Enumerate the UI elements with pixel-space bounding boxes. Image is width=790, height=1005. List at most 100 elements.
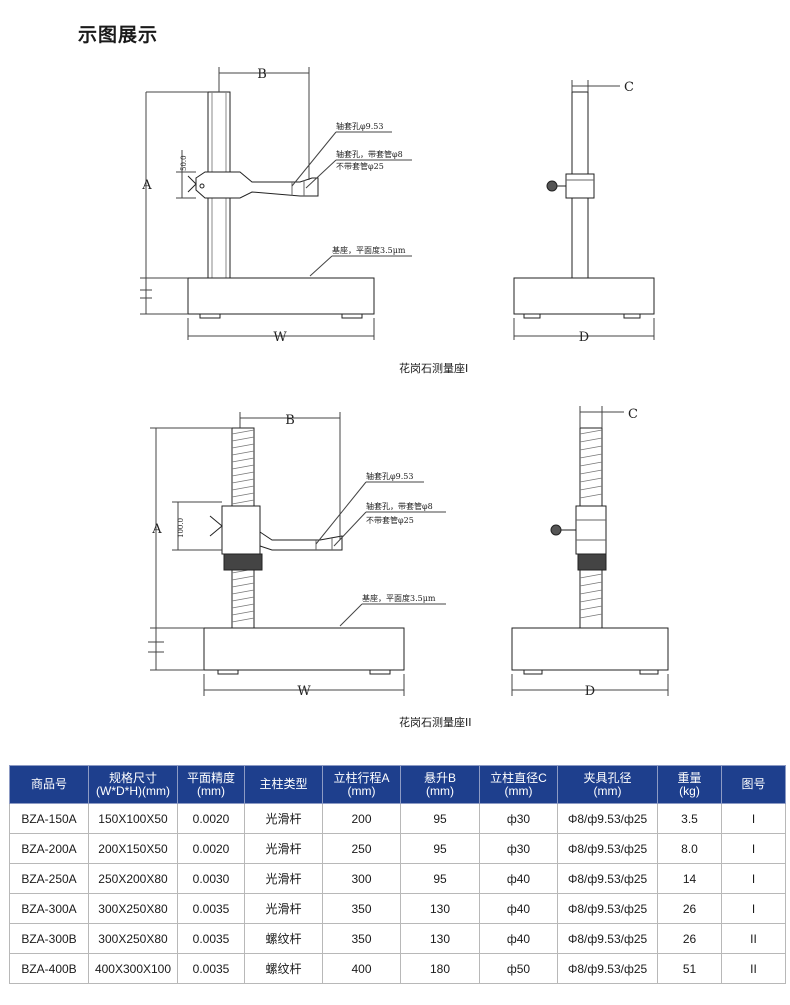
figure1-note-hole3: 不带套管φ25 xyxy=(336,161,384,171)
table-cell: BZA-200A xyxy=(9,833,89,864)
table-cell: 3.5 xyxy=(657,803,722,834)
table-cell: 螺纹杆 xyxy=(244,953,323,984)
table-cell: 0.0020 xyxy=(177,833,245,864)
table-cell: 0.0030 xyxy=(177,863,245,894)
header-cell: 重量(kg) xyxy=(657,765,722,804)
figure1-dim-a-label: A xyxy=(141,178,152,193)
figure2-dim-height-label: 100.0 xyxy=(177,518,185,538)
table-cell: 光滑杆 xyxy=(244,803,323,834)
figure2-dim-c-label: C xyxy=(628,407,638,422)
table-cell: 95 xyxy=(400,863,480,894)
figure2-front-view: B A 100.0 W 轴套孔φ9.53 轴套孔，带套管φ8 不带套管φ25 基… xyxy=(148,412,446,699)
table-cell: 130 xyxy=(400,923,480,954)
header-label: 商品号 xyxy=(30,777,67,791)
table-cell: ф40 xyxy=(479,893,558,924)
table-cell: 14 xyxy=(657,863,722,894)
header-label: 平面精度 xyxy=(186,770,235,785)
figure1-base xyxy=(187,277,375,315)
table-cell: 0.0035 xyxy=(177,953,245,984)
header-label: 立柱直径C xyxy=(490,770,547,785)
table-cell: BZA-300A xyxy=(9,893,89,924)
figure2-dim-b-label: B xyxy=(285,413,295,428)
table-cell: I xyxy=(721,863,786,894)
figure1-dim-d-label: D xyxy=(579,330,589,345)
figure1-foot-right xyxy=(341,313,363,319)
header-cell: 立柱行程A(mm) xyxy=(322,765,401,804)
table-cell: 400X300X100 xyxy=(88,953,178,984)
figure1-note-hole1: 轴套孔φ9.53 xyxy=(336,121,383,131)
figure2-side-base xyxy=(511,627,669,671)
table-cell: 250 xyxy=(322,833,401,864)
table-cell: I xyxy=(721,893,786,924)
table-cell: Φ8/ф9.53/ф25 xyxy=(557,803,658,834)
figure2-side-view: C D xyxy=(511,406,669,699)
table-cell: 250X200X80 xyxy=(88,863,178,894)
table-cell: BZA-150A xyxy=(9,803,89,834)
table-header-row: 商品号 规格尺寸(W*D*H)(mm) 平面精度(mm) 主柱类型 立柱行程A(… xyxy=(9,765,786,804)
figure1-dim-b-label: B xyxy=(257,67,267,82)
figure1-dim-w-label: W xyxy=(273,330,287,345)
table-cell: BZA-250A xyxy=(9,863,89,894)
figure1-side-clamp xyxy=(565,173,595,199)
figure2-note-hole1: 轴套孔φ9.53 xyxy=(366,471,413,481)
table-cell: I xyxy=(721,803,786,834)
header-unit: (mm) xyxy=(197,783,225,798)
table-cell: ф50 xyxy=(479,953,558,984)
figure2-note-base: 基座，平面度3.5μm xyxy=(362,593,436,603)
table-cell: II xyxy=(721,953,786,984)
table-cell: 350 xyxy=(322,923,401,954)
table-cell: 95 xyxy=(400,803,480,834)
figure1-caption: 花岗石测量座I xyxy=(399,362,469,375)
header-label: 图号 xyxy=(741,777,766,791)
figure1-side-view: C D xyxy=(513,80,655,345)
table-cell: 130 xyxy=(400,893,480,924)
figure1-dim-c-label: C xyxy=(624,80,634,95)
table-cell: ф30 xyxy=(479,803,558,834)
header-label: 悬升B xyxy=(423,770,456,785)
figure2-knob-icon xyxy=(550,524,562,536)
figure2-arm xyxy=(259,531,343,551)
figure2-lift-nut xyxy=(223,553,263,571)
table-cell: 200 xyxy=(322,803,401,834)
header-unit: (kg) xyxy=(679,783,700,798)
figure1-front-view: B A 50.0 W 轴套孔φ9.53 轴套孔，带套管φ8 不带套管φ25 基座… xyxy=(140,67,412,345)
technical-drawings: B A 50.0 W 轴套孔φ9.53 轴套孔，带套管φ8 不带套管φ25 基座… xyxy=(140,67,669,699)
header-cell: 立柱直径C(mm) xyxy=(479,765,558,804)
table-cell: 光滑杆 xyxy=(244,863,323,894)
figure2-clamp-block xyxy=(221,505,261,555)
header-cell: 规格尺寸(W*D*H)(mm) xyxy=(88,765,178,804)
header-label: 重量 xyxy=(677,770,702,785)
table-cell: Φ8/ф9.53/ф25 xyxy=(557,953,658,984)
table-cell: 300X250X80 xyxy=(88,893,178,924)
table-cell: ф40 xyxy=(479,923,558,954)
header-cell: 悬升B(mm) xyxy=(400,765,480,804)
page-title: 示图展示 xyxy=(78,24,159,46)
header-unit: (mm) xyxy=(593,783,622,798)
header-label: 夹具孔径 xyxy=(583,770,632,785)
figure1-knob-icon xyxy=(546,180,558,192)
table-cell: 0.0035 xyxy=(177,923,245,954)
table-cell: I xyxy=(721,833,786,864)
table-cell: 300 xyxy=(322,863,401,894)
header-unit: (mm) xyxy=(347,783,376,798)
header-label: 规格尺寸 xyxy=(108,770,157,785)
table-cell: 150X100X50 xyxy=(88,803,178,834)
header-unit: (mm) xyxy=(426,783,454,798)
header-label: 主柱类型 xyxy=(259,777,308,791)
table-cell: 95 xyxy=(400,833,480,864)
figure1-side-base xyxy=(513,277,655,315)
table-cell: 350 xyxy=(322,893,401,924)
figure2-caption: 花岗石测量座II xyxy=(399,716,472,729)
figure1-note-hole2: 轴套孔，带套管φ8 xyxy=(336,149,403,159)
figure2-dim-d-label: D xyxy=(585,684,595,699)
figure1-clamp-knob xyxy=(187,175,197,193)
figure1-clamp-arm xyxy=(195,171,319,199)
table-cell: 400 xyxy=(322,953,401,984)
table-cell: 光滑杆 xyxy=(244,833,323,864)
table-cell: 光滑杆 xyxy=(244,893,323,924)
table-cell: 8.0 xyxy=(657,833,722,864)
